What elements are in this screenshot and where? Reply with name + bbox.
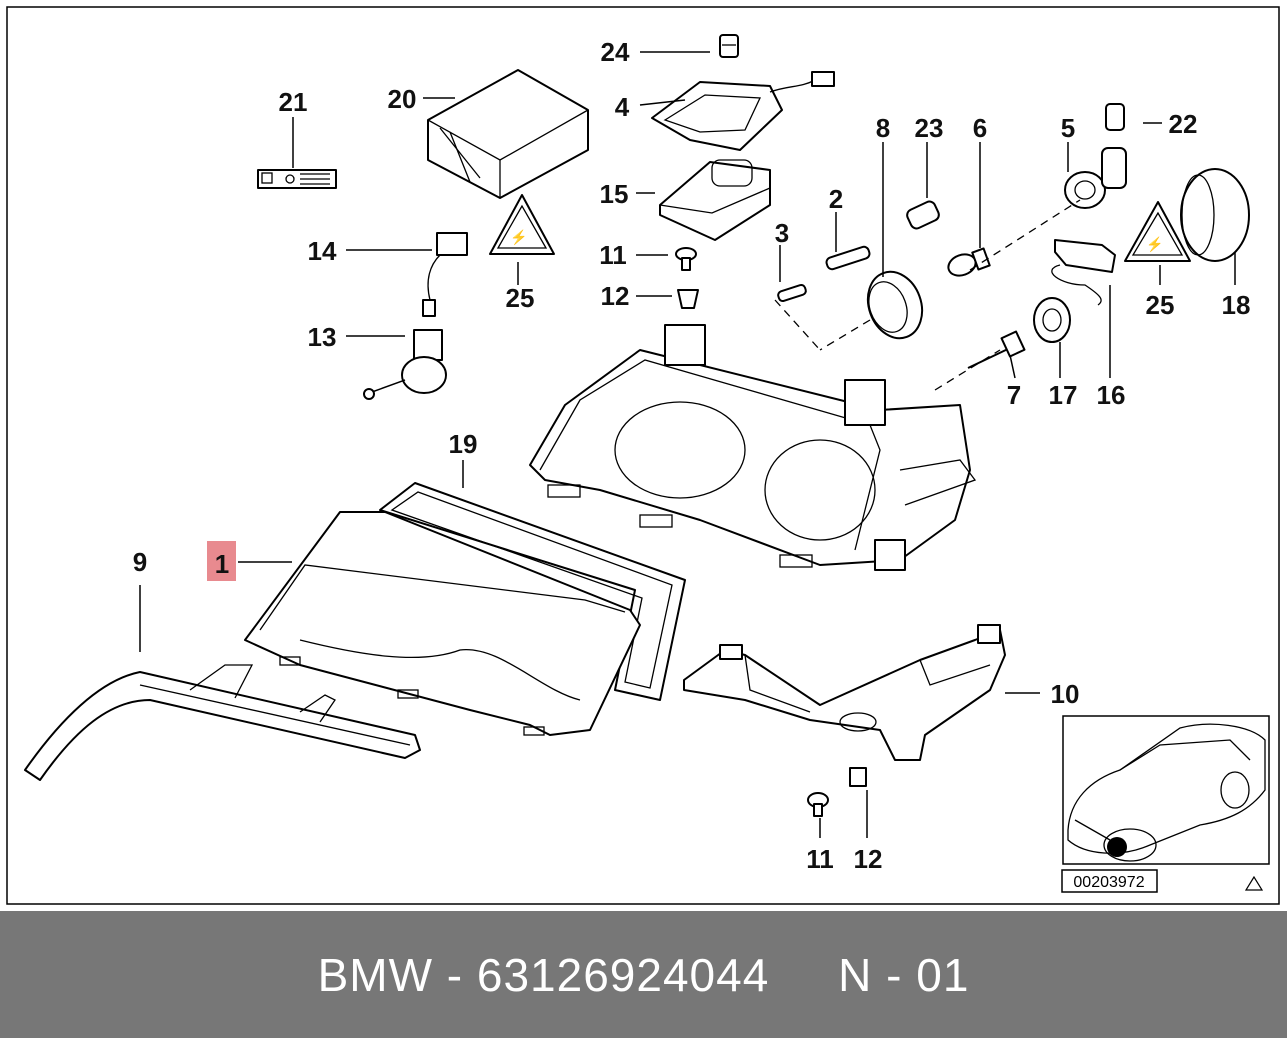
callout-14: 14 bbox=[308, 236, 337, 266]
part-21-label bbox=[257, 169, 337, 189]
callout-3: 3 bbox=[775, 218, 789, 248]
part-22-socket bbox=[1105, 103, 1125, 131]
callouts: 1 2 3 4 5 6 7 8 9 10 11 11 12 12 13 14 1… bbox=[133, 37, 1251, 874]
callout-21: 21 bbox=[279, 87, 308, 117]
callout-4: 4 bbox=[615, 92, 630, 122]
callout-7: 7 bbox=[1007, 380, 1021, 410]
callout-18: 18 bbox=[1222, 290, 1251, 320]
part-15-ballast bbox=[659, 159, 771, 241]
part-1-headlight-lens bbox=[244, 511, 641, 736]
footer-part-number-text: BMW - 63126924044 N - 01 bbox=[317, 948, 970, 1001]
callout-1: 1 bbox=[215, 549, 229, 579]
callout-24: 24 bbox=[601, 37, 630, 67]
part-7-bulb bbox=[967, 330, 1026, 369]
callout-2: 2 bbox=[829, 184, 843, 214]
callout-12-top: 12 bbox=[601, 281, 630, 311]
callout-9: 9 bbox=[133, 547, 147, 577]
callout-23: 23 bbox=[915, 113, 944, 143]
part-number-footer: BMW - 63126924044 N - 01 bbox=[0, 911, 1287, 1038]
part-10-bracket bbox=[683, 624, 1006, 761]
callout-17: 17 bbox=[1049, 380, 1078, 410]
leader-lines bbox=[139, 51, 1236, 838]
part-1-highlight bbox=[207, 541, 236, 581]
part-8-ring bbox=[866, 270, 924, 340]
car-location-inset bbox=[1062, 715, 1270, 865]
part-11-screw-top bbox=[675, 247, 697, 271]
part-24-socket bbox=[719, 34, 739, 58]
part-23-holder bbox=[906, 200, 940, 230]
part-17-ring bbox=[1033, 297, 1071, 343]
part-19-gasket bbox=[379, 482, 686, 701]
drawing-number: 00203972 bbox=[1073, 874, 1144, 891]
alignment-line-3 bbox=[774, 299, 821, 351]
part-12-clip-top bbox=[677, 289, 699, 309]
part-25-warning-triangle-left: ⚡ bbox=[489, 194, 555, 255]
callout-6: 6 bbox=[973, 113, 987, 143]
callout-11-bottom: 11 bbox=[806, 844, 834, 874]
alignment-line-8 bbox=[819, 319, 871, 351]
revision-triangle-icon bbox=[1244, 875, 1264, 891]
part-9-trim-strip bbox=[24, 664, 421, 781]
part-18-cap bbox=[1180, 168, 1250, 262]
alignment-line-7 bbox=[934, 349, 1001, 391]
part-6-bulb bbox=[947, 247, 991, 277]
callout-19: 19 bbox=[449, 429, 478, 459]
drawing-number-box: 00203972 bbox=[1061, 869, 1158, 893]
callout-25-right: 25 bbox=[1146, 290, 1175, 320]
callout-20: 20 bbox=[388, 84, 417, 114]
callout-16: 16 bbox=[1097, 380, 1126, 410]
part-5-socket bbox=[1064, 147, 1127, 209]
svg-text:⚡: ⚡ bbox=[1146, 236, 1163, 253]
svg-text:⚡: ⚡ bbox=[510, 229, 527, 246]
callout-5: 5 bbox=[1061, 113, 1075, 143]
callout-10: 10 bbox=[1051, 679, 1080, 709]
alignment-line-6 bbox=[969, 199, 1081, 271]
part-3-bulb bbox=[777, 283, 807, 303]
part-25-warning-triangle-right: ⚡ bbox=[1124, 201, 1191, 262]
part-16-ignitor bbox=[1051, 239, 1116, 306]
part-2-bulb bbox=[825, 245, 871, 271]
callout-11-top: 11 bbox=[599, 240, 627, 270]
callout-22: 22 bbox=[1169, 109, 1198, 139]
callout-15: 15 bbox=[600, 179, 629, 209]
callout-12-bottom: 12 bbox=[854, 844, 883, 874]
headlight-exploded-diagram: ⚡ ⚡ bbox=[6, 6, 1280, 905]
callout-13: 13 bbox=[308, 322, 337, 352]
part-4-bracket bbox=[651, 71, 835, 151]
callout-25-left: 25 bbox=[506, 283, 535, 313]
headlight-location-marker bbox=[1107, 837, 1127, 857]
part-14-connector bbox=[422, 232, 468, 317]
headlight-housing bbox=[529, 324, 977, 571]
diagram-frame bbox=[6, 6, 1280, 905]
part-20-box bbox=[427, 69, 589, 199]
part-12-clip-bottom bbox=[849, 767, 867, 787]
callout-8: 8 bbox=[876, 113, 890, 143]
part-11-screw-bottom bbox=[807, 792, 829, 817]
part-13-adjuster-motor bbox=[363, 329, 447, 400]
